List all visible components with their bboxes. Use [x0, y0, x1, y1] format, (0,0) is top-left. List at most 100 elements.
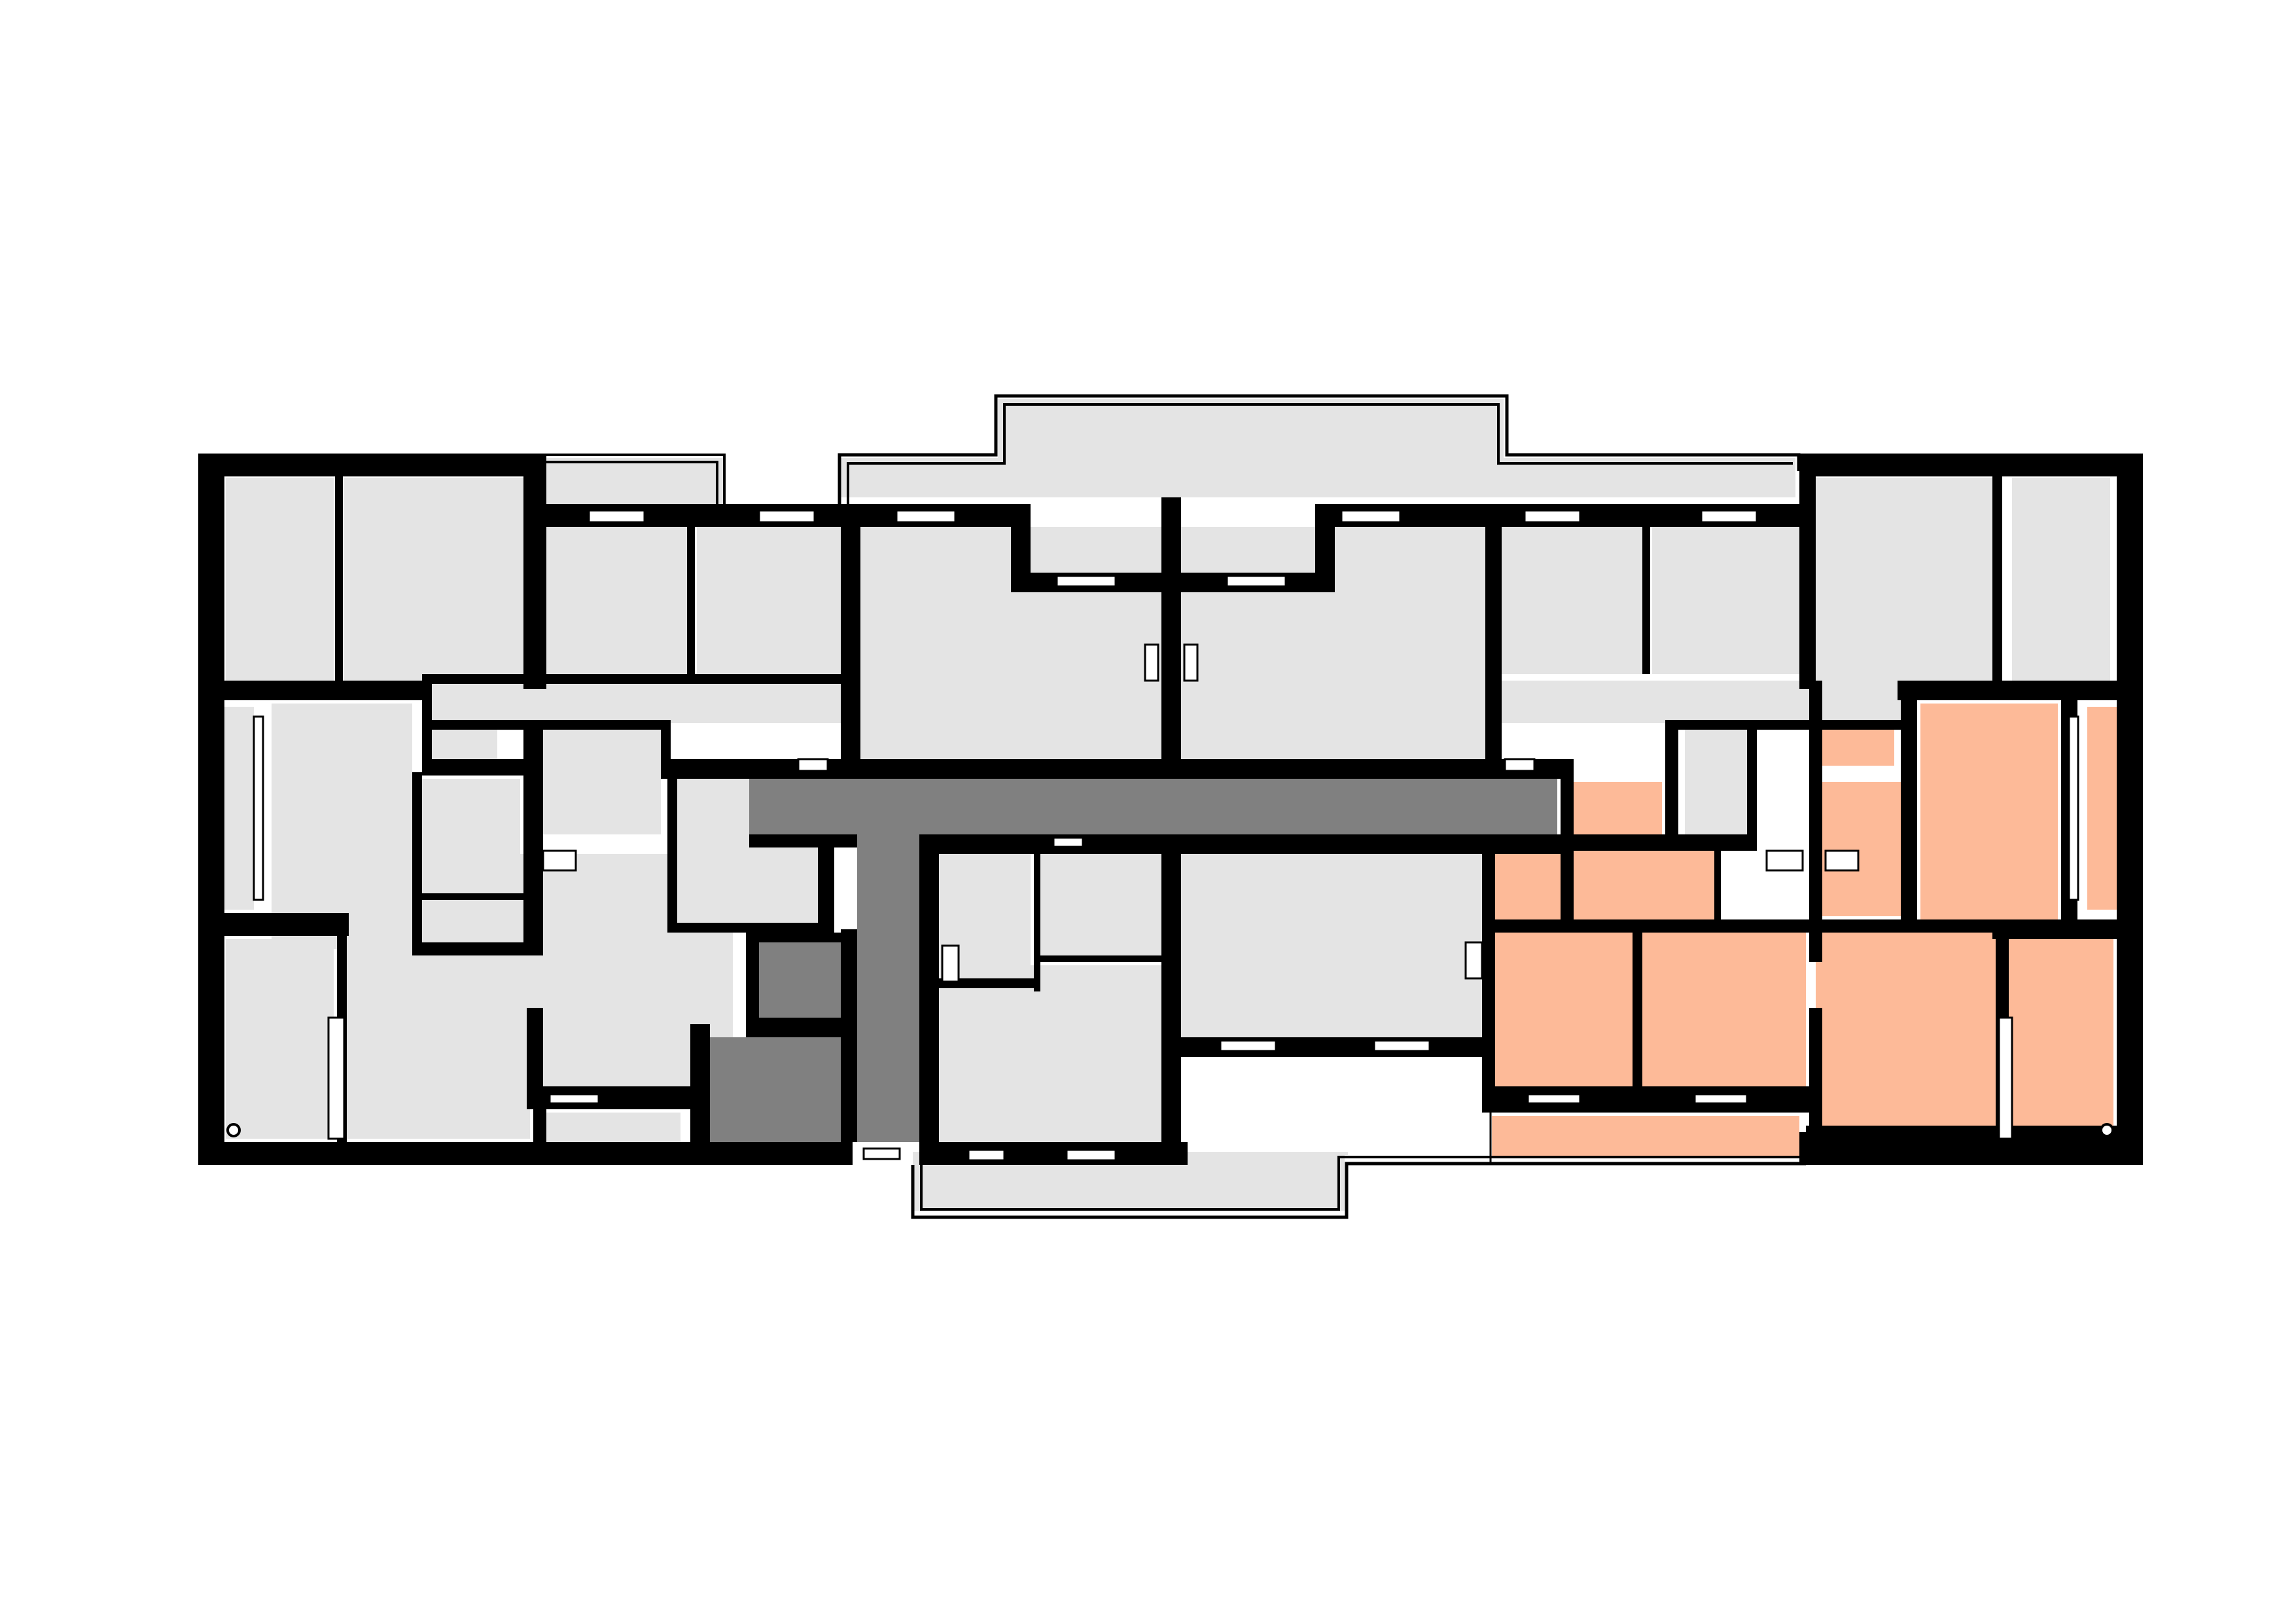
wall: [746, 933, 759, 1027]
window: [548, 1093, 600, 1105]
wall: [523, 723, 543, 946]
window: [1527, 1093, 1581, 1105]
room-L-room-n2: [697, 527, 841, 674]
room-L-bedroom-sw: [226, 939, 334, 1139]
wall: [919, 834, 1574, 854]
wall: [1898, 681, 2143, 700]
pipe-riser-icon: [226, 1123, 241, 1137]
room-L-bedroom-s: [347, 952, 530, 1139]
door-opening: [542, 849, 577, 872]
room-H-living: [1816, 929, 1996, 1135]
wall: [523, 454, 546, 689]
door-opening: [1998, 1016, 2013, 1140]
wall: [1034, 854, 1040, 991]
window: [1373, 1039, 1431, 1052]
door-opening: [1824, 849, 1860, 872]
wall: [687, 527, 695, 674]
window: [253, 715, 264, 901]
wall: [1665, 834, 1757, 851]
window: [1226, 575, 1287, 588]
balcony-top-left-outline: [545, 454, 726, 505]
wall: [841, 929, 857, 1142]
room-H-room-ne: [1920, 704, 2058, 919]
wall: [1809, 1008, 1822, 1165]
pipe-riser-icon: [2100, 1123, 2114, 1137]
wall: [1714, 847, 1721, 919]
room-H-bedroom-1: [1495, 929, 1633, 1090]
wall: [422, 759, 540, 776]
balconies-layer: [545, 399, 1795, 1211]
door-opening: [1504, 758, 1536, 772]
wall: [939, 978, 1034, 988]
room-R-bath-1: [1685, 730, 1747, 844]
wall: [1992, 476, 2002, 681]
balcony-bottom-center: [913, 1152, 1348, 1211]
wall: [1161, 847, 1181, 1165]
room-H-balcony-s: [1492, 1116, 1799, 1158]
balcony-bottom-center-outline-inner: [920, 1156, 1806, 1211]
wall: [533, 1106, 546, 1152]
room-H-bath: [1822, 782, 1904, 916]
wall: [667, 762, 677, 933]
fixtures-layer: [226, 1123, 2114, 1137]
room-R-room-n2: [1652, 527, 1799, 674]
door-opening: [327, 1016, 345, 1140]
wall: [1161, 497, 1181, 769]
room-R-bedroom-ne: [2012, 478, 2110, 681]
room-H-bedroom-se: [2009, 939, 2113, 1139]
room-L-bedroom-nw: [344, 478, 523, 681]
wall: [1992, 919, 2143, 939]
room-C-living-s: [1181, 854, 1485, 1037]
wall: [2117, 454, 2143, 1165]
wall: [1633, 929, 1642, 1090]
wall: [1809, 681, 1822, 962]
room-H-wc-2: [1495, 854, 1567, 919]
window: [1055, 575, 1117, 588]
room-R-hall-n: [1498, 681, 1901, 723]
wall: [198, 454, 224, 1165]
door-opening: [1183, 643, 1199, 682]
room-H-store: [1577, 851, 1718, 919]
wall: [749, 933, 854, 942]
balcony-outlines-layer: [545, 394, 1806, 1219]
room-common-lobby: [700, 1037, 857, 1142]
wall: [1665, 723, 1678, 847]
room-H-bedroom-2: [1642, 929, 1806, 1090]
room-common-stair: [857, 834, 919, 1142]
wall: [749, 759, 1561, 779]
wall: [1034, 955, 1161, 962]
wall: [1799, 454, 1816, 689]
wall: [1747, 720, 1757, 851]
window: [967, 1149, 1006, 1162]
wall: [335, 476, 343, 681]
door-opening: [797, 758, 829, 772]
wall: [746, 1018, 857, 1037]
wall: [1570, 834, 1669, 851]
door-opening: [1765, 849, 1804, 872]
walls-layer: [198, 454, 2143, 1165]
windows-layer: [253, 509, 2079, 1162]
wall: [412, 942, 543, 955]
window: [1065, 1149, 1117, 1162]
balcony-top-left: [545, 458, 723, 510]
room-C-room-s2: [939, 965, 1161, 1142]
wall: [667, 923, 828, 933]
window: [1523, 509, 1581, 524]
wall: [690, 1024, 710, 1149]
wall: [198, 681, 424, 700]
wall: [527, 1008, 543, 1093]
room-common-corridor: [749, 779, 1557, 834]
room-L-hall-n: [429, 681, 844, 723]
window: [588, 509, 646, 524]
door-opening: [1144, 643, 1159, 682]
wall: [1642, 527, 1650, 674]
wall: [412, 893, 527, 900]
wall: [1665, 720, 1901, 730]
wall: [841, 504, 860, 766]
wall: [422, 674, 432, 759]
balcony-top-center-outline-inner: [847, 403, 1793, 504]
door-opening: [1464, 941, 1483, 980]
wall: [198, 913, 349, 936]
room-H-wc: [1822, 730, 1894, 766]
